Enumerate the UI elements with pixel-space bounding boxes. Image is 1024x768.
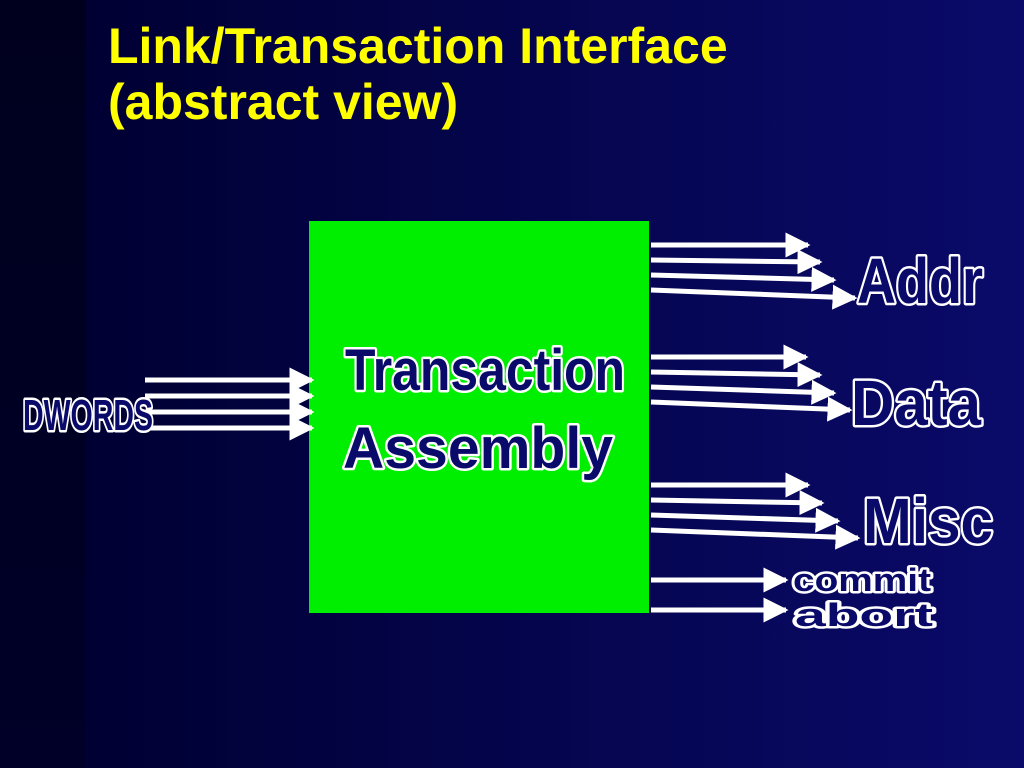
title-line-2: (abstract view) bbox=[108, 74, 459, 130]
transaction-assembly-box bbox=[309, 221, 649, 613]
data-arrows bbox=[650, 344, 853, 422]
box-label-line-1: Transaction bbox=[345, 338, 625, 403]
data-arrow bbox=[650, 396, 853, 422]
data-arrow bbox=[650, 379, 837, 405]
commit-label: commit bbox=[793, 562, 931, 598]
input-arrows bbox=[145, 367, 315, 441]
misc-arrows bbox=[650, 472, 861, 550]
box-label-line-2: Assembly bbox=[343, 416, 613, 481]
data-arrow bbox=[650, 362, 823, 388]
addr-arrow bbox=[650, 266, 837, 292]
misc-arrow bbox=[650, 507, 841, 533]
misc-label: Misc bbox=[863, 485, 993, 557]
addr-label: Addr bbox=[857, 245, 983, 317]
abort-label: abort bbox=[795, 597, 934, 633]
title-line-1: Link/Transaction Interface bbox=[108, 18, 728, 74]
control-arrows bbox=[651, 567, 789, 623]
dwords-label: DWORDS bbox=[23, 391, 153, 440]
slide-title: Link/Transaction Interface (abstract vie… bbox=[108, 18, 728, 130]
misc-arrow bbox=[650, 524, 861, 550]
left-strip bbox=[0, 0, 86, 768]
addr-arrow bbox=[650, 284, 858, 310]
misc-arrow bbox=[650, 490, 825, 516]
addr-arrows bbox=[650, 232, 858, 310]
addr-arrow bbox=[650, 249, 823, 275]
data-label: Data bbox=[851, 367, 981, 439]
